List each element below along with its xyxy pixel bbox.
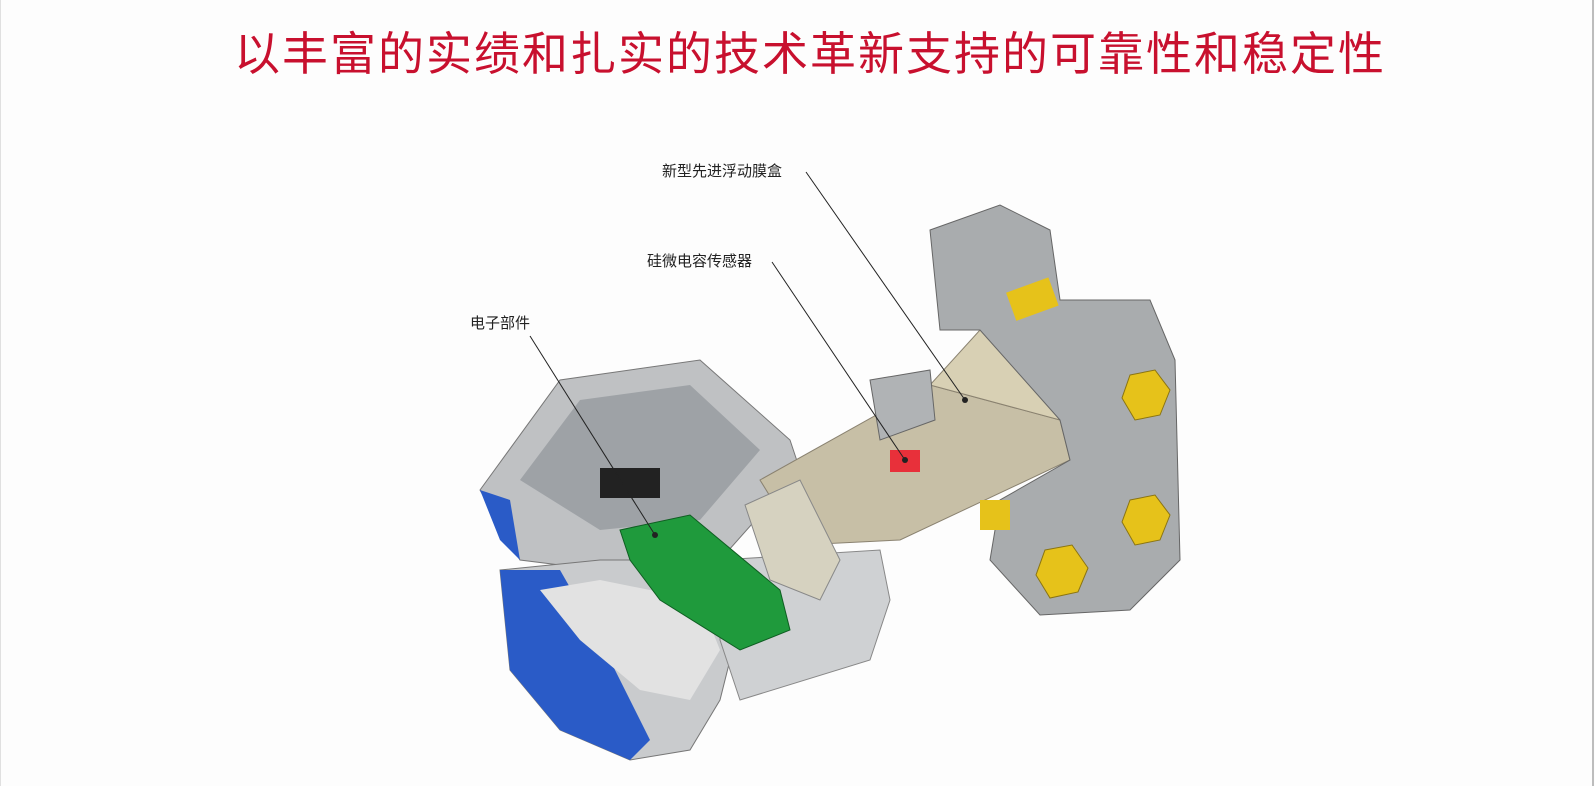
electronics-pcb (600, 468, 791, 651)
page-title: 以丰富的实绩和扎实的技术革新支持的可靠性和稳定性 (234, 27, 1386, 81)
page-left-border (0, 0, 1, 786)
page-right-border (1592, 0, 1594, 786)
callout-electronics-label: 电子部件 (470, 314, 531, 332)
process-flange (869, 204, 1181, 616)
bolts (1035, 369, 1171, 599)
callout-line-sensor (771, 261, 906, 461)
callout-line-diaphragm (805, 171, 966, 401)
callout-sensor-label: 硅微电容传感器 (647, 252, 753, 270)
callout-line-electronics (529, 335, 656, 536)
callout-diaphragm-label: 新型先进浮动膜盒 (662, 162, 783, 180)
